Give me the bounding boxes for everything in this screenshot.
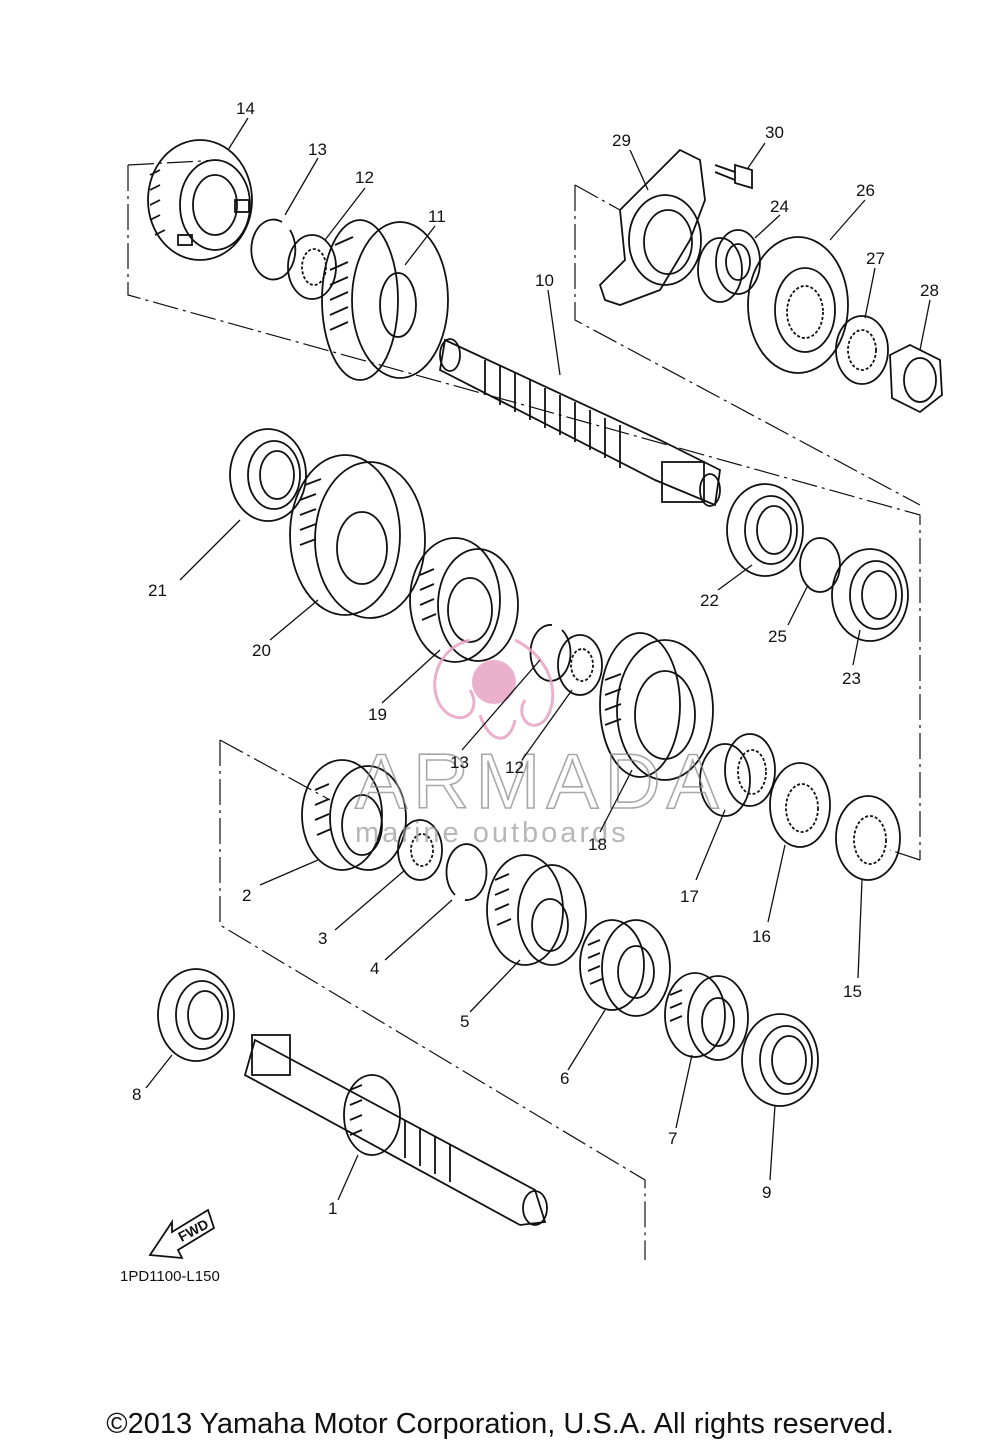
part-6-gear xyxy=(579,919,671,1017)
callout-23: 23 xyxy=(842,669,861,688)
callout-12-b: 12 xyxy=(505,758,524,777)
callout-9: 9 xyxy=(762,1183,771,1202)
assembly-outline-lower xyxy=(219,739,646,1260)
callout-3: 3 xyxy=(318,929,327,948)
callout-27: 27 xyxy=(866,249,885,268)
callout-30: 30 xyxy=(765,123,784,142)
copyright-notice: ©2013 Yamaha Motor Corporation, U.S.A. A… xyxy=(106,1408,894,1440)
callout-6: 6 xyxy=(560,1069,569,1088)
callout-11: 11 xyxy=(428,207,446,226)
part-13-circlip-2 xyxy=(529,624,572,682)
callout-22: 22 xyxy=(700,591,719,610)
part-12-washer-2 xyxy=(557,634,603,696)
watermark-logo xyxy=(433,638,555,740)
callout-1: 1 xyxy=(328,1199,337,1218)
callout-28: 28 xyxy=(920,281,939,300)
part-26-plate xyxy=(747,236,849,374)
part-23-oil-seal xyxy=(831,548,909,642)
part-28-nut xyxy=(889,343,943,414)
part-14-gear xyxy=(147,139,253,261)
part-12-washer xyxy=(287,234,337,300)
callout-10: 10 xyxy=(535,271,554,290)
callout-13: 13 xyxy=(308,140,327,159)
assembly-outline-upper-right xyxy=(574,184,921,506)
assembly-outline-main xyxy=(127,159,921,861)
part-9-bearing xyxy=(741,1013,819,1107)
callout-20: 20 xyxy=(252,641,271,660)
part-5-gear xyxy=(486,854,587,966)
callout-5: 5 xyxy=(460,1012,469,1031)
callout-16: 16 xyxy=(752,927,771,946)
callout-8: 8 xyxy=(132,1085,141,1104)
part-15-washer xyxy=(835,795,901,881)
callout-13-b: 13 xyxy=(450,753,469,772)
part-25-o-ring xyxy=(799,537,841,593)
leader-lines xyxy=(145,117,931,1201)
callout-21: 21 xyxy=(148,581,167,600)
callout-7: 7 xyxy=(668,1129,677,1148)
callout-25: 25 xyxy=(768,627,787,646)
callout-4: 4 xyxy=(370,959,379,978)
callout-numbers: 14 13 12 11 10 29 30 24 26 27 28 21 20 1… xyxy=(132,99,939,1218)
fwd-arrow-icon xyxy=(148,1208,216,1260)
part-24-collar xyxy=(697,229,761,303)
callout-15: 15 xyxy=(843,982,862,1001)
callout-14: 14 xyxy=(236,99,255,118)
part-4-circlip xyxy=(445,843,488,901)
part-11-gear xyxy=(321,219,449,381)
part-20-gear xyxy=(289,454,426,619)
part-18-gear xyxy=(599,632,714,781)
part-16-washer xyxy=(769,762,831,848)
part-27-washer xyxy=(835,315,889,385)
part-19-gear xyxy=(409,537,519,663)
part-13-circlip xyxy=(250,218,297,281)
part-29-bracket xyxy=(598,148,706,306)
part-2-gear xyxy=(301,759,407,871)
callout-18: 18 xyxy=(588,835,607,854)
part-30-bolt xyxy=(714,163,753,190)
callout-19: 19 xyxy=(368,705,387,724)
part-3-washer xyxy=(397,819,443,881)
callout-17: 17 xyxy=(680,887,699,906)
part-21-bearing xyxy=(229,428,307,522)
callout-2: 2 xyxy=(242,886,251,905)
diagram-code: 1PD1100-L150 xyxy=(120,1268,220,1285)
callout-24: 24 xyxy=(770,197,789,216)
part-10-main-shaft xyxy=(439,338,721,507)
part-7-gear xyxy=(664,972,749,1061)
watermark-tagline: marine outboards xyxy=(355,817,629,849)
callout-26: 26 xyxy=(856,181,875,200)
part-22-bearing xyxy=(726,483,804,577)
part-17-collar xyxy=(699,733,776,817)
callout-12: 12 xyxy=(355,168,374,187)
part-8-bearing xyxy=(157,968,235,1062)
callout-29: 29 xyxy=(612,131,631,150)
part-1-drive-shaft xyxy=(243,1034,548,1226)
watermark-brand: ARMADA xyxy=(355,737,725,825)
